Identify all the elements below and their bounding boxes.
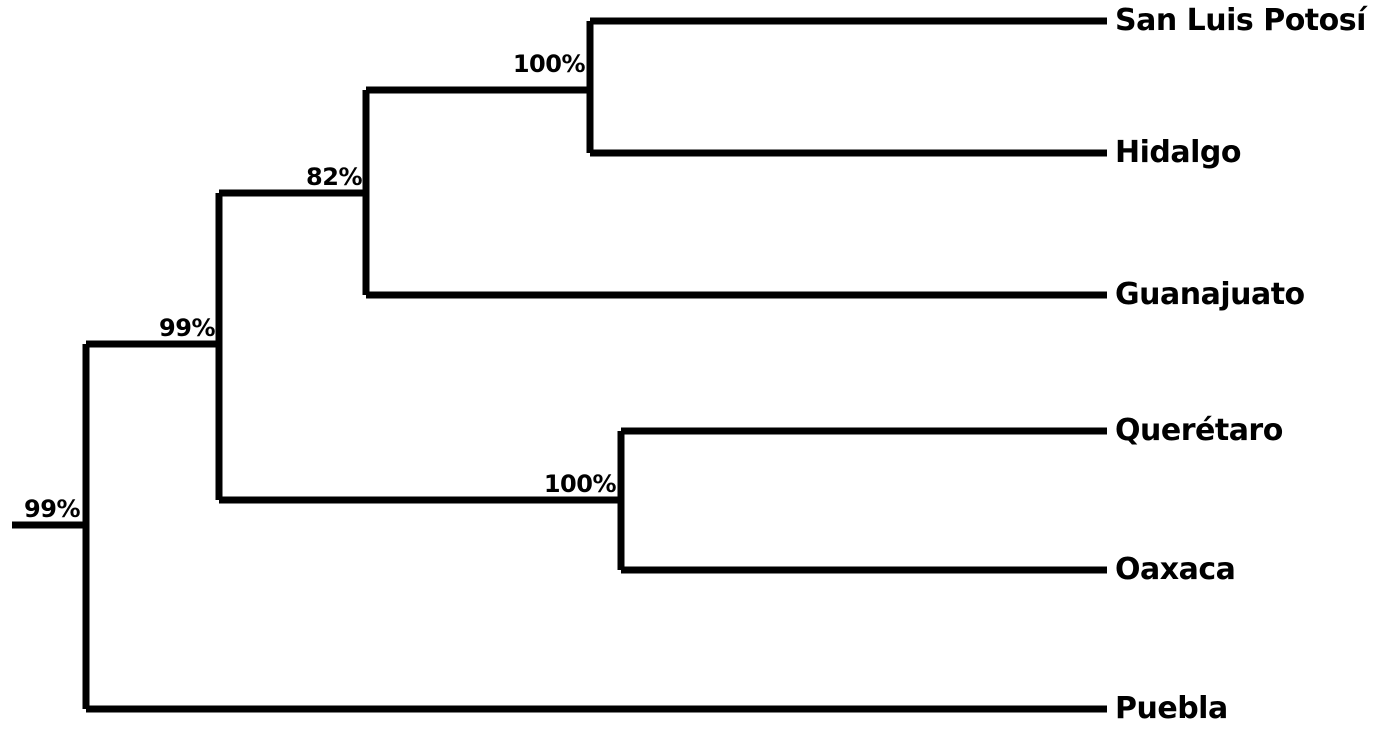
support-value-lower-100-clade: 100% [543, 470, 617, 498]
taxon-label-hidalgo: Hidalgo [1115, 135, 1241, 170]
support-value-root: 99% [24, 495, 80, 523]
taxon-label-puebla: Puebla [1115, 691, 1228, 726]
taxon-label-guanajuato: Guanajuato [1115, 277, 1305, 312]
taxon-label-queretaro: Querétaro [1115, 413, 1283, 448]
support-value-inner-clade: 99% [159, 314, 215, 342]
support-value-82-clade: 82% [306, 163, 362, 191]
taxon-label-oaxaca: Oaxaca [1115, 552, 1236, 587]
taxon-label-san-luis-potosi: San Luis Potosí [1115, 3, 1366, 38]
support-value-upper-100-clade: 100% [512, 50, 586, 78]
